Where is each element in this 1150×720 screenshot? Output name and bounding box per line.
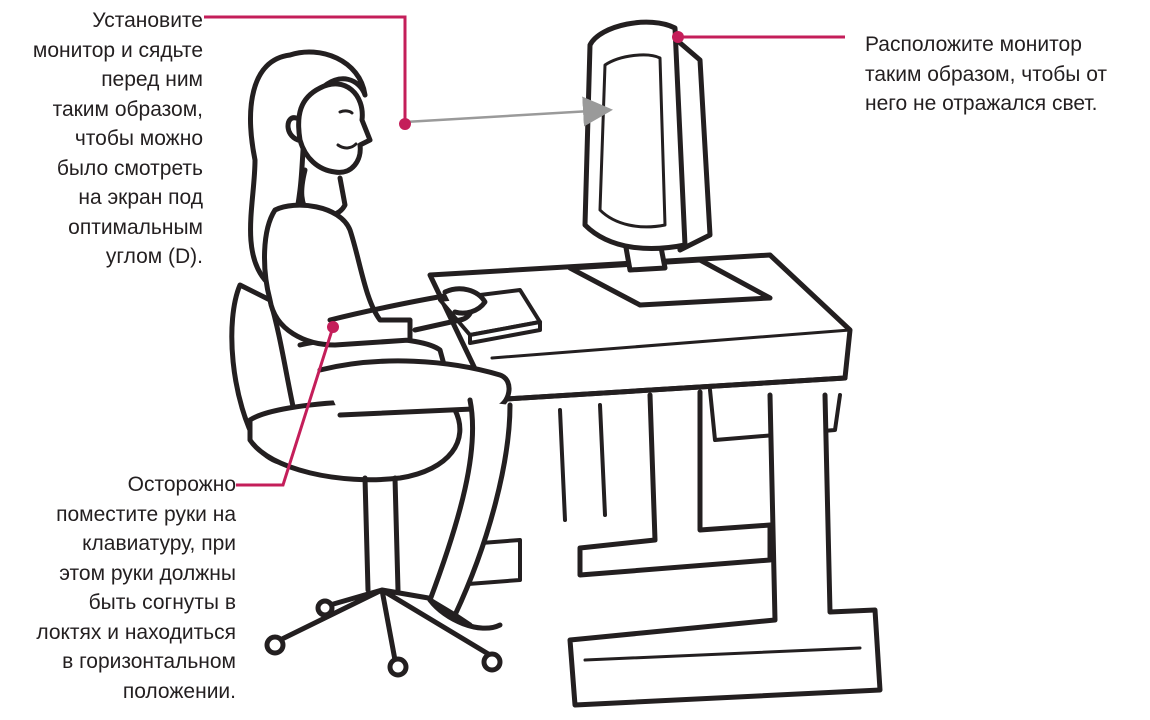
- sightline-arrow: [405, 110, 608, 122]
